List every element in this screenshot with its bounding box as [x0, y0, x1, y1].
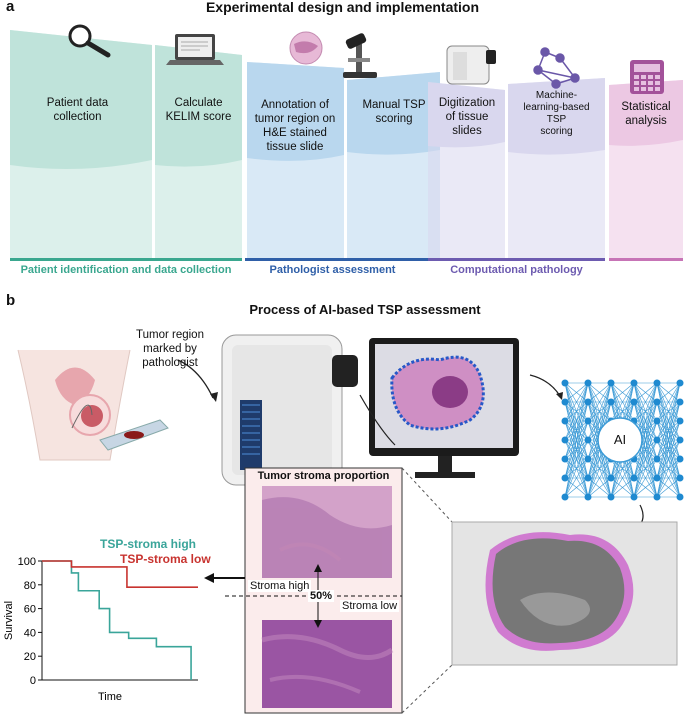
y-tick-label: 0 — [30, 675, 36, 687]
nn-node — [676, 379, 684, 387]
arrow-to-ai — [529, 374, 561, 397]
nn-node — [561, 417, 569, 425]
nn-node — [653, 493, 661, 501]
arrow-to-scanner — [177, 359, 214, 399]
tumor-region-label: Tumor region marked by pathologist — [136, 329, 204, 369]
nn-node — [584, 474, 592, 482]
nn-node — [584, 398, 592, 406]
neural-network-image — [561, 379, 684, 501]
y-tick-label: 100 — [18, 556, 36, 568]
panel-a-title: Experimental design and implementation — [205, 0, 480, 15]
step-label-statistical: Statistical analysis — [621, 101, 671, 127]
step-label-patient-data: Patient data collection — [46, 97, 109, 123]
step-label-annotation: Annotation of tumor region on H&E staine… — [254, 99, 336, 153]
legend-high: TSP-stroma high — [100, 537, 197, 551]
laptop-icon — [166, 34, 224, 65]
nn-node — [561, 379, 569, 387]
slide-scanner-icon — [446, 45, 496, 85]
phase-bar-statistical — [609, 258, 683, 261]
threshold-label: 50% — [308, 590, 335, 602]
phase-label-pathologist: Pathologist assessment — [269, 264, 396, 276]
network-icon — [533, 47, 580, 89]
phase-bar-patient — [10, 258, 242, 261]
calculator-icon — [630, 60, 664, 94]
panel-a-letter: a — [6, 0, 15, 15]
tissue-slide-image — [99, 419, 169, 451]
nn-node — [676, 455, 684, 463]
panel-b-title: Process of AI-based TSP assessment — [249, 302, 481, 317]
x-axis-label: Time — [98, 691, 122, 703]
phase-label-computational: Computational pathology — [450, 264, 583, 276]
y-tick-label: 60 — [24, 604, 36, 616]
nn-node — [653, 398, 661, 406]
nn-node — [561, 474, 569, 482]
y-tick-label: 40 — [24, 627, 36, 639]
nn-node — [653, 436, 661, 444]
phase-bar-pathologist — [245, 258, 437, 261]
slide-scanner-image — [221, 334, 358, 486]
nn-node — [584, 493, 592, 501]
nn-node — [607, 379, 615, 387]
km-series-stroma-high — [42, 560, 192, 680]
nn-node — [561, 436, 569, 444]
workflow-diagram — [10, 24, 683, 261]
nn-node — [676, 417, 684, 425]
nn-node — [676, 474, 684, 482]
tsp-image-low — [262, 620, 392, 708]
microscope-icon — [343, 33, 377, 78]
ai-process-diagram — [17, 334, 684, 714]
ai-label: AI — [613, 432, 627, 447]
nn-node — [630, 379, 638, 387]
nn-node — [561, 398, 569, 406]
nn-node — [584, 455, 592, 463]
monitor-image — [369, 338, 519, 478]
nn-node — [653, 379, 661, 387]
nn-node — [584, 417, 592, 425]
nn-node — [561, 493, 569, 501]
phase-label-patient: Patient identification and data collecti… — [20, 264, 232, 276]
nn-node — [584, 379, 592, 387]
y-axis-label: Survival — [3, 601, 15, 640]
y-tick-label: 80 — [24, 580, 36, 592]
nn-node — [630, 398, 638, 406]
nn-node — [630, 474, 638, 482]
nn-node — [607, 474, 615, 482]
nn-node — [653, 474, 661, 482]
nn-node — [653, 455, 661, 463]
step-label-ml-tsp: Machine- learning-based TSP scoring — [523, 90, 590, 137]
nn-node — [607, 398, 615, 406]
phase-bar-computational — [428, 258, 605, 261]
step-label-digitization: Digitization of tissue slides — [438, 97, 496, 137]
nn-node — [561, 455, 569, 463]
nn-node — [676, 398, 684, 406]
km-series-stroma-low — [42, 560, 198, 588]
magnifier-icon — [68, 24, 111, 58]
nn-node — [676, 436, 684, 444]
nn-node — [676, 493, 684, 501]
panel-b-letter: b — [6, 292, 16, 309]
nn-node — [607, 493, 615, 501]
nn-node — [630, 493, 638, 501]
pelvis-illustration — [17, 349, 131, 461]
nn-node — [653, 417, 661, 425]
nn-node — [584, 436, 592, 444]
step-label-manual-tsp: Manual TSP scoring — [362, 99, 426, 125]
stroma-low-label: Stroma low — [340, 600, 400, 612]
y-tick-label: 20 — [24, 651, 36, 663]
tsp-box-title: Tumor stroma proportion — [257, 470, 390, 482]
legend-low: TSP-stroma low — [120, 552, 211, 566]
tissue-image-icon — [289, 31, 323, 65]
step-label-kelim: Calculate KELIM score — [165, 97, 232, 123]
stroma-high-label: Stroma high — [248, 580, 312, 592]
